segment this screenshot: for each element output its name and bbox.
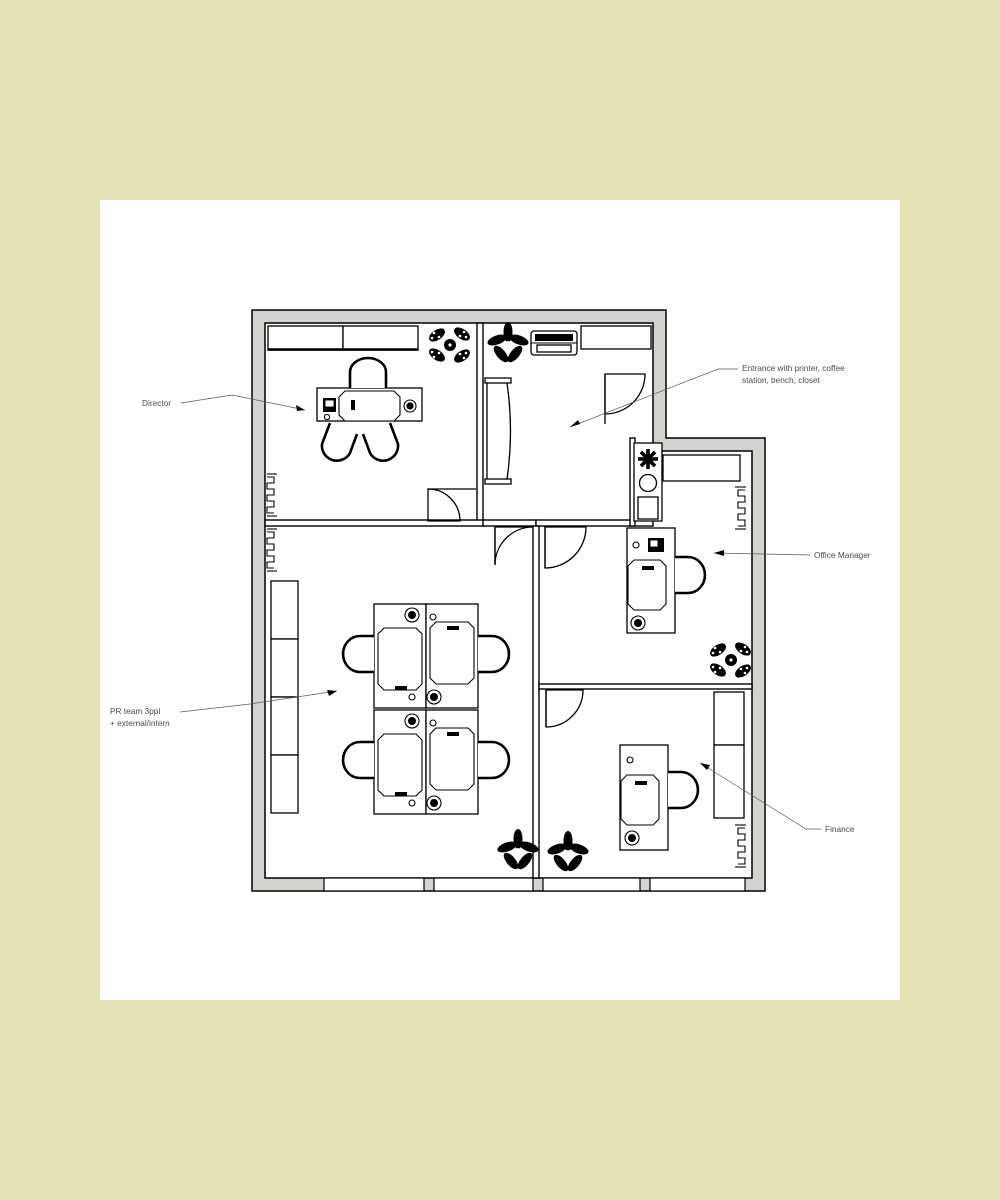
finance-radiator [735, 824, 746, 868]
plant-finance [547, 831, 589, 872]
entrance-label-line1: Entrance with printer, coffee [742, 363, 845, 373]
office-manager-room-contents [626, 454, 751, 678]
director-label: Director [142, 398, 171, 408]
finance-desk [619, 744, 700, 851]
pr-team-label-line2: + external/intern [110, 718, 170, 728]
director-leader-line [180, 394, 306, 411]
office-manager-label: Office Manager [814, 550, 871, 560]
pr-team-label-line1: PR team 3ppl [110, 706, 160, 716]
plant-office-manager [710, 642, 751, 678]
plant-entrance [487, 322, 529, 363]
director-office-room [266, 325, 470, 517]
doors [427, 373, 646, 728]
finance-room-contents [547, 691, 746, 872]
pr-team-room-contents [266, 528, 539, 870]
entrance-leader-line [569, 368, 738, 428]
plant-director [429, 327, 470, 363]
entrance-arrowhead [570, 420, 580, 427]
pr-radiator [266, 528, 277, 572]
annotation-office-manager: Office Manager [713, 550, 871, 560]
annotation-pr-team: PR team 3ppl + external/intern [110, 690, 338, 728]
finance-leader-line [699, 762, 821, 830]
printer [530, 330, 578, 356]
interior-partitions [264, 322, 753, 879]
annotation-director: Director [142, 394, 306, 411]
pr-team-leader-line [179, 690, 338, 713]
director-desk [316, 356, 423, 462]
director-radiator [266, 473, 277, 517]
office-manager-arrowhead [714, 550, 724, 556]
kitchenette [633, 442, 663, 522]
pr-team-arrowhead [327, 690, 337, 696]
pr-desk-3 [341, 709, 427, 815]
pr-cabinet-run [270, 580, 299, 814]
pr-desk-2 [425, 603, 511, 709]
drawing-sheet [100, 200, 900, 1000]
stove-icon [638, 449, 658, 469]
annotation-entrance: Entrance with printer, coffee station, b… [569, 363, 845, 428]
office-manager-leader-line [713, 552, 811, 556]
pr-desk-cluster [341, 603, 511, 815]
entrance-label-line2: station, bench, closet [742, 375, 821, 385]
entrance-hall-room [484, 322, 663, 522]
director-closet-run [267, 325, 419, 351]
om-radiator [735, 486, 746, 530]
window-openings [323, 877, 746, 892]
finance-arrowhead [700, 763, 710, 770]
bench [484, 377, 512, 485]
finance-label: Finance [825, 824, 855, 834]
plant-pr [497, 829, 539, 870]
annotation-finance: Finance [699, 762, 855, 834]
pr-desk-4 [425, 709, 511, 815]
pr-desk-1 [341, 603, 427, 709]
sink-icon [638, 473, 658, 493]
office-manager-desk [626, 527, 707, 634]
director-arrowhead [296, 405, 305, 411]
annotation-layer: Director Entrance with printer, coffee s… [110, 363, 871, 834]
